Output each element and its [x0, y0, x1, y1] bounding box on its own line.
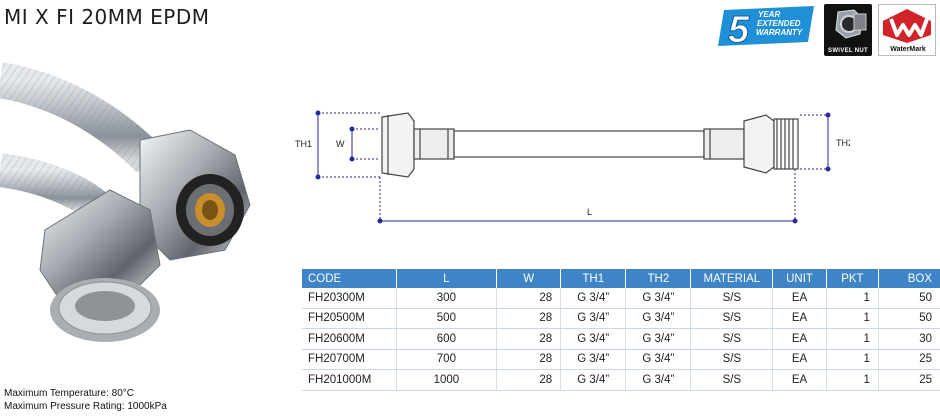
cell-box: 50 — [878, 288, 940, 309]
dim-label-l: L — [587, 207, 592, 217]
cell-w: 28 — [496, 288, 562, 309]
cell-th1: G 3/4” — [560, 328, 627, 350]
cell-code: FH20600M — [302, 328, 397, 350]
cell-unit: EA — [772, 288, 827, 309]
cell-th2: G 3/4” — [625, 288, 692, 309]
col-header-code: CODE — [302, 269, 397, 288]
cell-th1: G 3/4” — [560, 349, 627, 370]
col-header-th2: TH2 — [625, 269, 692, 288]
warranty-line-1: YEAR — [758, 10, 780, 19]
cell-pkt: 1 — [826, 369, 879, 391]
cell-th2: G 3/4” — [625, 308, 692, 329]
cell-l: 600 — [396, 328, 498, 350]
cell-unit: EA — [772, 328, 827, 350]
cell-w: 28 — [496, 308, 562, 329]
cell-unit: EA — [772, 308, 827, 329]
table-row: FH20700M 700 28 G 3/4” G 3/4” S/S EA 1 2… — [302, 349, 940, 370]
cell-th1: G 3/4” — [560, 369, 627, 391]
cell-pkt: 1 — [826, 288, 879, 309]
cell-l: 1000 — [396, 369, 498, 391]
cell-th1: G 3/4” — [560, 308, 627, 329]
cell-th2: G 3/4” — [625, 328, 692, 350]
cell-code: FH20500M — [302, 308, 397, 329]
cell-w: 28 — [496, 349, 562, 370]
cell-pkt: 1 — [826, 308, 879, 329]
cell-w: 28 — [496, 328, 562, 350]
cell-box: 25 — [878, 349, 940, 370]
cell-code: FH20700M — [302, 349, 397, 370]
col-header-pkt: PKT — [826, 269, 879, 288]
max-temperature-note: Maximum Temperature: 80°C — [4, 388, 134, 399]
page-title: MI X FI 20MM EPDM — [4, 5, 210, 29]
col-header-th1: TH1 — [560, 269, 627, 288]
col-header-box: BOX — [878, 269, 940, 288]
cell-material: S/S — [690, 328, 774, 350]
cell-box: 50 — [878, 308, 940, 329]
cell-l: 500 — [396, 308, 498, 329]
watermark-badge: WaterMark — [878, 4, 936, 56]
cell-unit: EA — [772, 349, 827, 370]
table-row: FH201000M 1000 28 G 3/4” G 3/4” S/S EA 1… — [302, 369, 940, 391]
dim-label-th1: TH1 — [295, 139, 312, 149]
cell-unit: EA — [772, 369, 827, 391]
cell-material: S/S — [690, 308, 774, 329]
cell-material: S/S — [690, 369, 774, 391]
warranty-line-3: WARRANTY — [756, 28, 803, 37]
dim-label-th2: TH2 — [836, 138, 850, 148]
table-row: FH20300M 300 28 G 3/4” G 3/4” S/S EA 1 5… — [302, 288, 940, 309]
warranty-line-2: EXTENDED — [757, 19, 801, 28]
max-pressure-note: Maximum Pressure Rating: 1000kPa — [4, 401, 167, 412]
hose-product-photo — [0, 62, 251, 342]
watermark-label: WaterMark — [890, 46, 926, 53]
spec-table: CODE L W TH1 TH2 MATERIAL UNIT PKT BOX F… — [302, 269, 940, 391]
cell-material: S/S — [690, 349, 774, 370]
col-header-w: W — [496, 269, 562, 288]
warranty-badge-icon: 5 YEAR EXTENDED WARRANTY — [718, 6, 814, 48]
cell-th1: G 3/4” — [560, 288, 627, 309]
cell-pkt: 1 — [826, 328, 879, 350]
cell-box: 30 — [878, 328, 940, 350]
col-header-l: L — [396, 269, 498, 288]
swivel-nut-label: SWIVEL NUT — [828, 48, 868, 54]
watermark-logo-icon — [883, 9, 931, 43]
cell-code: FH20300M — [302, 288, 397, 309]
cell-material: S/S — [690, 288, 774, 309]
spec-table-header: CODE L W TH1 TH2 MATERIAL UNIT PKT BOX — [302, 269, 940, 288]
cell-box: 25 — [878, 369, 940, 391]
cell-l: 300 — [396, 288, 498, 309]
dim-label-w: W — [336, 139, 345, 149]
col-header-unit: UNIT — [772, 269, 827, 288]
swivel-nut-icon — [835, 9, 867, 39]
badge-group: 5 YEAR EXTENDED WARRANTY SWIVEL NUT Wate… — [718, 4, 938, 56]
swivel-nut-badge: SWIVEL NUT — [824, 4, 872, 56]
col-header-material: MATERIAL — [690, 269, 774, 288]
hose-dimension-diagram: TH1 W TH2 L — [295, 110, 850, 225]
table-row: FH20500M 500 28 G 3/4” G 3/4” S/S EA 1 5… — [302, 308, 940, 329]
spec-notes: Maximum Temperature: 80°C Maximum Pressu… — [4, 387, 167, 413]
cell-w: 28 — [496, 369, 562, 391]
table-row: FH20600M 600 28 G 3/4” G 3/4” S/S EA 1 3… — [302, 328, 940, 350]
cell-th2: G 3/4” — [625, 369, 692, 391]
cell-l: 700 — [396, 349, 498, 370]
cell-th2: G 3/4” — [625, 349, 692, 370]
cell-pkt: 1 — [826, 349, 879, 370]
cell-code: FH201000M — [302, 369, 397, 391]
warranty-number: 5 — [728, 9, 750, 48]
